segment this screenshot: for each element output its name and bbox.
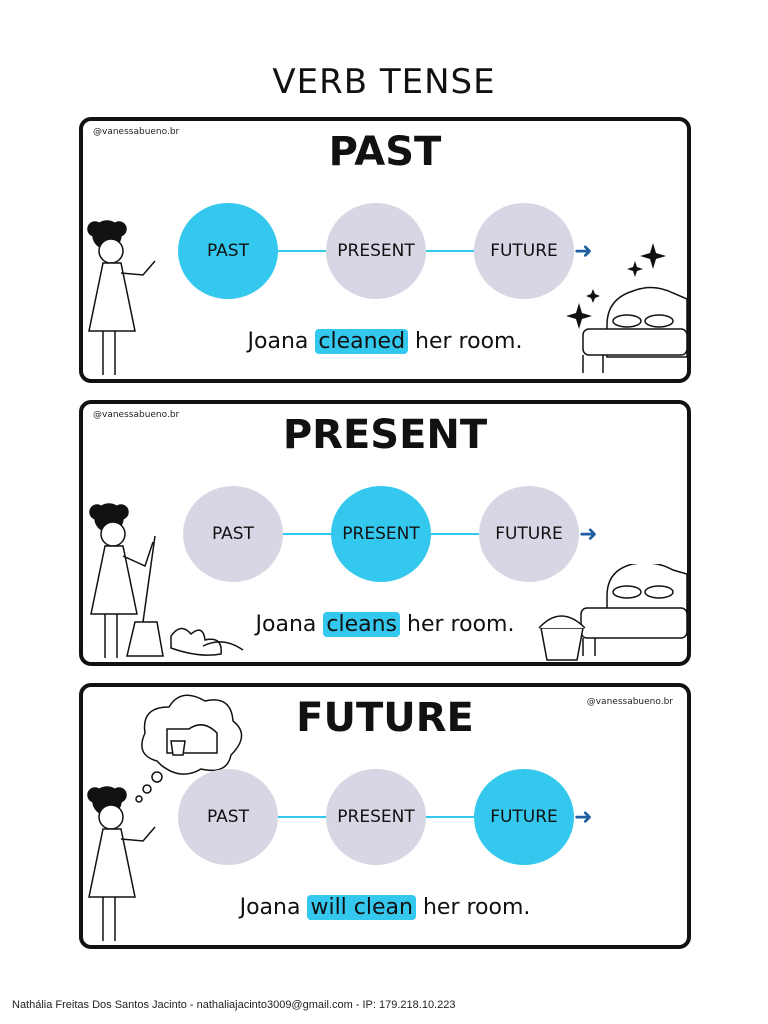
sentence-subject: Joana: [255, 612, 324, 637]
timeline-present-circle: PRESENT: [331, 486, 431, 582]
arrow-right-icon: ➜: [579, 522, 598, 547]
verb-highlight: will clean: [307, 895, 416, 920]
verb-highlight: cleans: [323, 612, 401, 637]
girl-with-broom-illustration: [89, 503, 244, 658]
example-sentence: Joana cleans her room.: [83, 612, 687, 637]
clean-bed-illustration: [566, 243, 687, 373]
verb-highlight: cleaned: [315, 329, 409, 354]
timeline: PAST PRESENT FUTURE ➜: [183, 486, 623, 586]
card-past: @vanessabueno.br PAST PAST PRESENT FUTUR…: [79, 117, 691, 383]
author-handle: @vanessabueno.br: [586, 697, 673, 707]
timeline-connector: [283, 533, 331, 535]
girl-illustration: [87, 786, 156, 941]
bucket-and-bed-illustration: [538, 564, 687, 661]
page-title: VERB TENSE: [272, 62, 496, 102]
timeline-connector: [426, 250, 474, 252]
sentence-object: her room.: [400, 612, 515, 637]
timeline-future-circle: FUTURE: [479, 486, 579, 582]
tense-title: PRESENT: [282, 412, 488, 458]
timeline-connector: [278, 816, 326, 818]
timeline: PAST PRESENT FUTURE ➜: [178, 769, 618, 869]
card-future: @vanessabueno.br FUTURE PAST PRESENT FUT…: [79, 683, 691, 949]
sentence-subject: Joana: [247, 329, 316, 354]
arrow-right-icon: ➜: [574, 239, 593, 264]
timeline-past-circle: PAST: [178, 769, 278, 865]
tense-title: FUTURE: [296, 695, 474, 741]
timeline-present-circle: PRESENT: [326, 769, 426, 865]
example-sentence: Joana will clean her room.: [83, 895, 687, 920]
sentence-subject: Joana: [239, 895, 308, 920]
author-handle: @vanessabueno.br: [93, 127, 180, 137]
timeline-past-circle: PAST: [178, 203, 278, 299]
timeline-connector: [426, 816, 474, 818]
thought-bubble-illustration: [135, 694, 243, 803]
example-sentence: Joana cleaned her room.: [83, 329, 687, 354]
timeline-present-circle: PRESENT: [326, 203, 426, 299]
tense-title: PAST: [328, 129, 442, 175]
timeline-connector: [278, 250, 326, 252]
timeline-past-circle: PAST: [183, 486, 283, 582]
timeline-connector: [431, 533, 479, 535]
timeline: PAST PRESENT FUTURE ➜: [178, 203, 618, 303]
author-handle: @vanessabueno.br: [93, 410, 180, 420]
card-present: @vanessabueno.br PRESENT PAST PRESENT FU…: [79, 400, 691, 666]
girl-illustration: [87, 220, 156, 375]
arrow-right-icon: ➜: [574, 805, 593, 830]
sentence-object: her room.: [408, 329, 523, 354]
timeline-future-circle: FUTURE: [474, 203, 574, 299]
timeline-future-circle: FUTURE: [474, 769, 574, 865]
footer-attribution: Nathália Freitas Dos Santos Jacinto - na…: [12, 999, 456, 1011]
sentence-object: her room.: [415, 895, 531, 920]
